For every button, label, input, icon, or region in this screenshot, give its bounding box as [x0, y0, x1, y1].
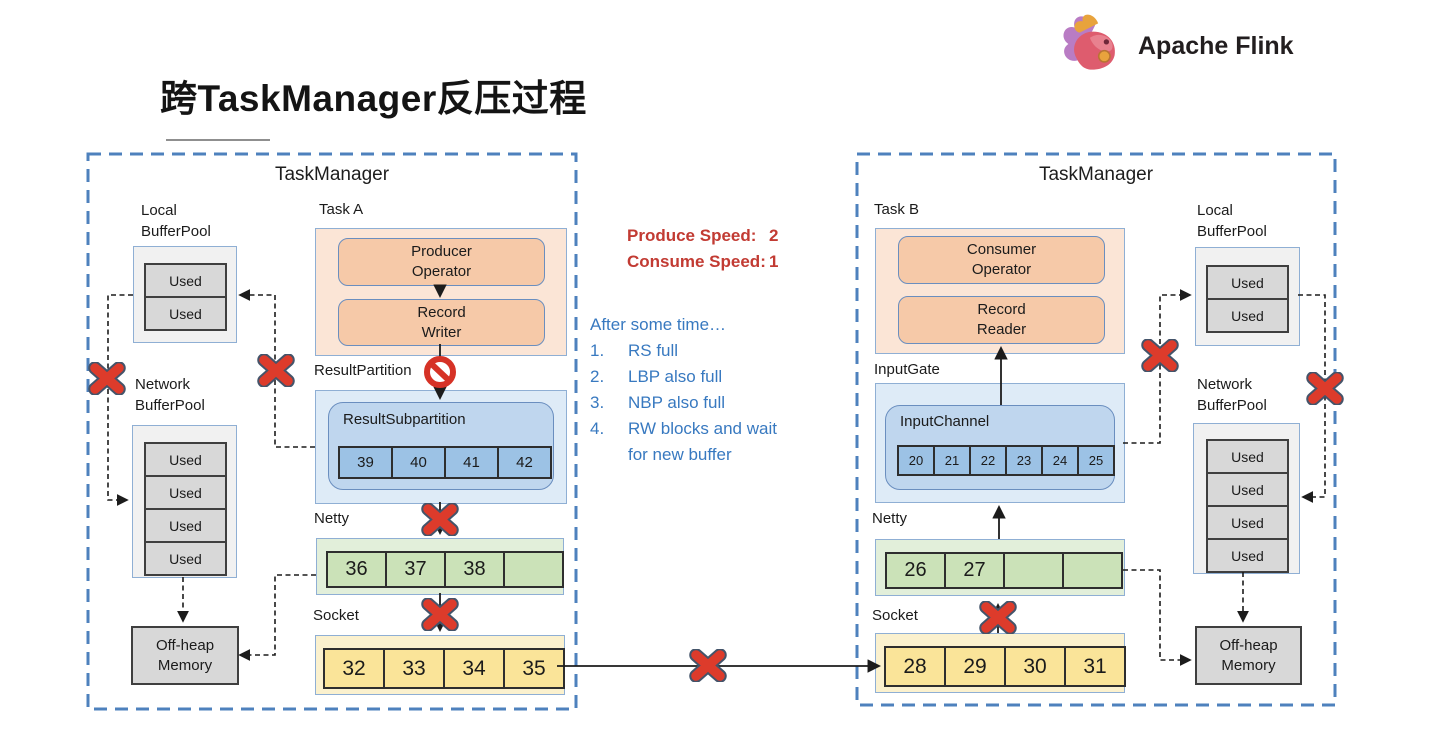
right-network-bufferpool-box: Used Used Used Used [1193, 423, 1300, 574]
buffer-used-cell: Used [1206, 265, 1289, 300]
left-local-bufferpool-box: Used Used [133, 246, 237, 343]
buffer-cell: 33 [383, 648, 445, 689]
buffer-cell [503, 551, 564, 588]
buffer-used-cell: Used [144, 541, 227, 576]
buffer-cell: 41 [444, 446, 499, 479]
buffer-used-cell: Used [1206, 538, 1289, 573]
inputchannel-label: InputChannel [900, 413, 990, 430]
no-entry-icon [423, 355, 457, 389]
record-writer-box: Record Writer [338, 299, 545, 346]
buffer-cell: 21 [933, 445, 971, 476]
title-underline [166, 139, 270, 141]
buffer-cell: 35 [503, 648, 565, 689]
left-local-bufferpool-label: Local BufferPool [141, 202, 211, 240]
buffer-cell: 38 [444, 551, 505, 588]
notes-title: After some time… [590, 315, 727, 334]
buffer-cell: 26 [885, 552, 946, 589]
dashed-netty-to-offheap [238, 574, 316, 661]
dashed-netty-to-offheap-right [1123, 569, 1192, 666]
buffer-cell: 28 [884, 646, 946, 687]
x-mark-icon [88, 362, 126, 395]
left-network-bufferpool-box: Used Used Used Used [132, 425, 237, 578]
buffer-cell: 34 [443, 648, 505, 689]
buffer-used-cell: Used [1206, 472, 1289, 507]
buffer-cell: 31 [1064, 646, 1126, 687]
consume-speed-row: Consume Speed: 1 [627, 252, 779, 271]
buffer-cell: 23 [1005, 445, 1043, 476]
left-task-label: Task A [319, 201, 364, 218]
right-netty-label: Netty [872, 510, 908, 527]
right-socket-label: Socket [872, 607, 918, 624]
record-reader-box: Record Reader [898, 296, 1105, 344]
right-task-label: Task B [874, 201, 920, 218]
buffer-cell: 25 [1077, 445, 1115, 476]
buffer-cell: 24 [1041, 445, 1079, 476]
result-subpartition-label: ResultSubpartition [343, 411, 466, 428]
page-title: 跨TaskManager反压过程 [160, 78, 587, 119]
x-mark-icon [689, 649, 727, 682]
producer-operator-box: Producer Operator [338, 238, 545, 286]
inputgate-label: InputGate [874, 361, 940, 378]
right-taskmanager-title: TaskManager [1038, 164, 1154, 185]
right-offheap-memory-box: Off-heap Memory [1195, 626, 1302, 685]
left-network-bufferpool-label: Network BufferPool [135, 376, 205, 414]
buffer-cell: 20 [897, 445, 935, 476]
buffer-cell: 36 [326, 551, 387, 588]
buffer-used-cell: Used [1206, 505, 1289, 540]
note-step: 2. LBP also full [590, 367, 723, 386]
left-taskmanager-title: TaskManager [274, 164, 390, 185]
buffer-cell: 32 [323, 648, 385, 689]
left-socket-label: Socket [313, 607, 359, 624]
left-netty-cells: 36 37 38 [326, 551, 564, 588]
right-socket-cells: 28 29 30 31 [884, 646, 1126, 687]
note-step: 4. RW blocks and wait [590, 419, 777, 438]
buffer-cell: 40 [391, 446, 446, 479]
left-netty-label: Netty [314, 510, 350, 527]
buffer-cell: 22 [969, 445, 1007, 476]
buffer-used-cell: Used [144, 296, 227, 331]
buffer-used-cell: Used [144, 475, 227, 510]
produce-speed-row: Produce Speed: 2 [627, 226, 779, 245]
logo-text: Apache Flink [1138, 31, 1294, 60]
buffer-cell: 39 [338, 446, 393, 479]
after-some-time-notes: After some time… 1. RS full 2. LBP also … [590, 312, 777, 468]
right-local-bufferpool-label: Local BufferPool [1197, 202, 1267, 240]
buffer-cell: 30 [1004, 646, 1066, 687]
note-step: 3. NBP also full [590, 393, 726, 412]
buffer-cell [1062, 552, 1123, 589]
left-offheap-memory-box: Off-heap Memory [131, 626, 239, 685]
result-partition-label: ResultPartition [314, 362, 412, 379]
dashed-lbp-to-nbp [107, 294, 133, 506]
buffer-used-cell: Used [1206, 439, 1289, 474]
left-socket-cells: 32 33 34 35 [323, 648, 565, 689]
speed-annotation: Produce Speed: 2 Consume Speed: 1 [627, 223, 778, 275]
buffer-cell: 37 [385, 551, 446, 588]
buffer-cell: 27 [944, 552, 1005, 589]
result-subpartition-cells: 39 40 41 42 [338, 446, 552, 479]
flink-squirrel-icon [1056, 10, 1128, 82]
inputchannel-cells: 20 21 22 23 24 25 [897, 445, 1115, 476]
x-mark-icon [1306, 372, 1344, 405]
buffer-used-cell: Used [1206, 298, 1289, 333]
note-step-continuation: for new buffer [628, 445, 732, 464]
x-mark-icon [979, 601, 1017, 634]
buffer-cell: 29 [944, 646, 1006, 687]
right-network-bufferpool-label: Network BufferPool [1197, 376, 1267, 414]
right-local-bufferpool-box: Used Used [1195, 247, 1300, 346]
x-mark-icon [421, 598, 459, 631]
buffer-used-cell: Used [144, 263, 227, 298]
buffer-cell: 42 [497, 446, 552, 479]
apache-flink-logo: Apache Flink [1056, 10, 1294, 82]
buffer-used-cell: Used [144, 508, 227, 543]
buffer-cell [1003, 552, 1064, 589]
note-step: 1. RS full [590, 341, 679, 360]
x-mark-icon [257, 354, 295, 387]
x-mark-icon [1141, 339, 1179, 372]
consumer-operator-box: Consumer Operator [898, 236, 1105, 284]
buffer-used-cell: Used [144, 442, 227, 477]
right-netty-cells: 26 27 [885, 552, 1123, 589]
x-mark-icon [421, 503, 459, 536]
